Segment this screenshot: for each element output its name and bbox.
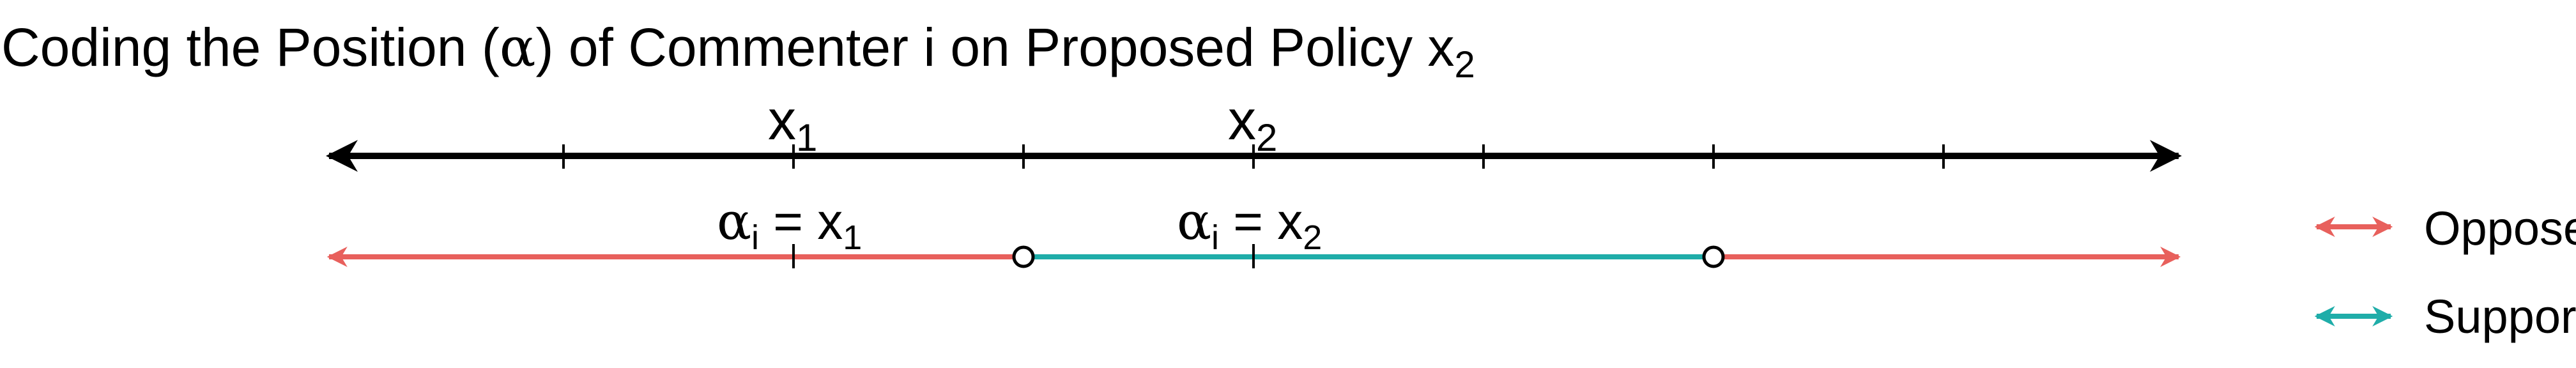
legend-item-oppose: Oppose: [2314, 202, 2576, 255]
title-alpha: α: [500, 16, 536, 79]
position-line: αi = x1 αi = x2: [326, 192, 2181, 268]
legend-oppose-label: Oppose: [2424, 202, 2576, 255]
figure-title: Coding the Position (α) of Commenter i o…: [1, 16, 1475, 86]
title-main: Coding the Position (: [1, 17, 500, 77]
axis-label-x1: x1: [768, 88, 817, 159]
position-label-alpha-x1: αi = x1: [717, 192, 862, 257]
title-rest: ) of Commenter i on Proposed Policy x: [536, 17, 1455, 77]
legend-support-label: Support: [2424, 290, 2576, 343]
boundary-point-left: [1012, 245, 1035, 268]
legend: Oppose Support: [2314, 202, 2576, 343]
title-subscript: 2: [1454, 44, 1475, 86]
axis-label-x2: x2: [1228, 88, 1277, 159]
legend-item-support: Support: [2314, 290, 2576, 343]
boundary-point-right: [1702, 245, 1725, 268]
position-label-alpha-x2: αi = x2: [1177, 192, 1322, 257]
policy-axis: x1 x2: [326, 88, 2182, 172]
